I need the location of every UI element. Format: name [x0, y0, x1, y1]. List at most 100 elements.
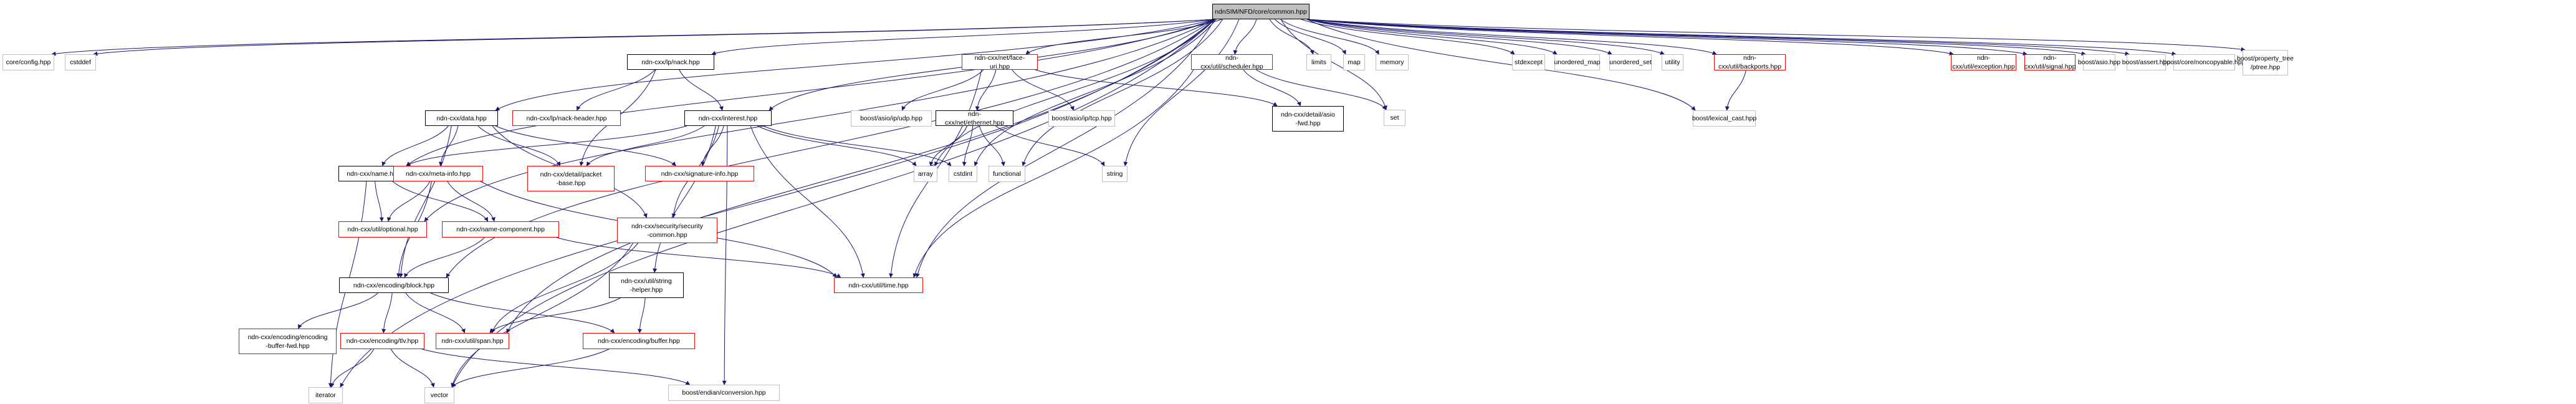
- graph-node-buffer[interactable]: ndn-cxx/encoding/buffer.hpp: [583, 333, 695, 349]
- graph-node-umap[interactable]: unordered_map: [1554, 54, 1601, 70]
- graph-node-interest[interactable]: ndn-cxx/interest.hpp: [684, 110, 772, 126]
- edge-nack-to-nackheader: [576, 69, 656, 111]
- edge-namecomp-to-time: [556, 237, 841, 278]
- graph-node-exception[interactable]: ndn-cxx/util/exception.hpp: [1951, 54, 2016, 70]
- edge-metainfo-to-namecomp: [447, 181, 496, 222]
- edge-stringhelper-to-span: [489, 297, 621, 334]
- edge-root-to-umap: [1306, 19, 1558, 55]
- edge-root-to-backports: [1306, 19, 1717, 55]
- graph-node-nack[interactable]: ndn-cxx/lp/nack.hpp: [627, 54, 714, 70]
- graph-node-packetbase[interactable]: ndn-cxx/detail/packet -base.hpp: [527, 166, 615, 191]
- graph-node-encbuffwd[interactable]: ndn-cxx/encoding/encoding -buffer-fwd.hp…: [239, 329, 337, 354]
- edge-faceuri-to-udp: [901, 69, 984, 111]
- graph-node-ptree[interactable]: boost/property_tree /ptree.hpp: [2237, 50, 2294, 75]
- graph-node-bassert[interactable]: boost/assert.hpp: [2122, 54, 2170, 70]
- edge-interest-to-packetbase: [586, 125, 705, 166]
- edge-scheduler-to-set: [1256, 69, 1387, 110]
- edge-ethernet-to-array: [929, 125, 968, 166]
- graph-node-vector[interactable]: vector: [424, 387, 454, 403]
- graph-node-time[interactable]: ndn-cxx/util/time.hpp: [834, 277, 923, 293]
- graph-node-map[interactable]: map: [1343, 54, 1365, 70]
- edge-root-to-data: [495, 19, 1215, 111]
- graph-node-utility[interactable]: utility: [1662, 54, 1683, 70]
- edge-scheduler-to-asiofwd: [1243, 69, 1301, 107]
- graph-node-seccommon[interactable]: ndn-cxx/security/security -common.hpp: [617, 218, 717, 243]
- edge-root-to-cstddef: [93, 19, 1215, 56]
- edge-scheduler-to-time: [912, 69, 1194, 278]
- edge-interest-to-stringhelper: [653, 125, 716, 273]
- graph-node-ethernet[interactable]: ndn-cxx/net/ethernet.hpp: [936, 110, 1013, 127]
- graph-node-noncopyable[interactable]: boost/core/noncopyable.hpp: [2163, 54, 2245, 70]
- graph-node-stdexcept[interactable]: stdexcept: [1512, 54, 1545, 70]
- edge-faceuri-to-ethernet: [975, 69, 997, 111]
- edge-seccommon-to-vector: [451, 243, 634, 388]
- edge-root-to-memory: [1280, 19, 1379, 55]
- graph-node-limits[interactable]: limits: [1306, 54, 1331, 70]
- graph-node-tcp[interactable]: boost/asio/ip/tcp.hpp: [1048, 110, 1115, 127]
- graph-node-memory[interactable]: memory: [1376, 54, 1409, 70]
- edge-block-to-tlv: [381, 292, 393, 334]
- edge-root-to-iterator: [340, 19, 1215, 388]
- edge-root-to-set: [1280, 19, 1387, 110]
- edge-interest-to-endian: [722, 125, 728, 385]
- edge-interest-to-cstdint: [763, 125, 952, 166]
- edge-backports-to-lexical: [1725, 70, 1746, 111]
- edge-data-to-name: [381, 125, 449, 166]
- edge-stringhelper-to-buffer: [637, 297, 646, 334]
- edge-ethernet-to-string: [995, 125, 1105, 166]
- graph-node-root[interactable]: ndnSIM/NFD/core/common.hpp: [1212, 4, 1310, 19]
- edge-tlv-to-endian: [421, 349, 691, 385]
- graph-node-siginfo[interactable]: ndn-cxx/signature-info.hpp: [645, 166, 754, 181]
- edge-root-to-array: [934, 19, 1215, 166]
- edge-root-to-nack: [711, 19, 1215, 55]
- graph-node-nackheader[interactable]: ndn-cxx/lp/nack-header.hpp: [512, 110, 621, 126]
- edge-root-to-name: [406, 19, 1215, 166]
- edge-interest-to-name: [406, 125, 687, 166]
- graph-node-faceuri[interactable]: ndn-cxx/net/face-uri.hpp: [962, 54, 1038, 70]
- graph-node-scheduler[interactable]: ndn-cxx/util/scheduler.hpp: [1191, 54, 1273, 70]
- edge-root-to-faceuri: [1025, 19, 1222, 55]
- edge-data-to-packetbase: [477, 125, 560, 166]
- graph-node-metainfo[interactable]: ndn-cxx/meta-info.hpp: [393, 166, 483, 181]
- edge-interest-to-time: [750, 125, 865, 278]
- edge-interest-to-array: [757, 125, 917, 166]
- graph-node-backports[interactable]: ndn-cxx/util/backports.hpp: [1714, 54, 1786, 70]
- graph-node-block[interactable]: ndn-cxx/encoding/block.hpp: [339, 277, 449, 293]
- graph-node-udp[interactable]: boost/asio/ip/udp.hpp: [851, 110, 932, 127]
- graph-node-tlv[interactable]: ndn-cxx/encoding/tlv.hpp: [340, 333, 424, 349]
- edge-root-to-uset: [1306, 19, 1612, 55]
- edge-root-to-signal: [1306, 19, 2028, 56]
- graph-node-config[interactable]: core/config.hpp: [2, 54, 54, 70]
- graph-node-basio[interactable]: boost/asio.hpp: [2078, 54, 2120, 70]
- graph-node-signal[interactable]: ndn-cxx/util/signal.hpp: [2024, 54, 2076, 70]
- edge-root-to-map: [1275, 19, 1346, 55]
- edge-root-to-cstdint: [974, 19, 1217, 166]
- graph-node-namecomp[interactable]: ndn-cxx/name-component.hpp: [442, 221, 559, 238]
- edge-ethernet-to-cstdint: [962, 125, 974, 166]
- edge-metainfo-to-optional: [386, 181, 431, 222]
- graph-node-cstddef[interactable]: cstddef: [65, 54, 96, 70]
- edge-data-to-metainfo: [438, 125, 459, 166]
- edge-block-to-encbuffwd: [298, 292, 378, 329]
- edge-root-to-optional: [424, 19, 1215, 222]
- graph-node-endian[interactable]: boost/endian/conversion.hpp: [668, 385, 780, 401]
- edge-name-to-namecomp: [392, 181, 489, 222]
- graph-node-string[interactable]: string: [1102, 166, 1128, 182]
- graph-node-asiofwd[interactable]: ndn-cxx/detail/asio -fwd.hpp: [1272, 106, 1344, 132]
- graph-node-functional[interactable]: functional: [989, 166, 1025, 182]
- edge-block-to-span: [405, 292, 466, 334]
- graph-node-iterator[interactable]: iterator: [309, 387, 343, 403]
- edge-name-to-optional: [375, 181, 384, 222]
- graph-node-uset[interactable]: unordered_set: [1609, 54, 1652, 70]
- graph-node-set[interactable]: set: [1384, 110, 1405, 126]
- edge-root-to-time: [916, 19, 1215, 278]
- graph-node-stringhelper[interactable]: ndn-cxx/util/string -helper.hpp: [609, 272, 684, 298]
- graph-node-array[interactable]: array: [914, 166, 937, 182]
- graph-node-optional[interactable]: ndn-cxx/util/optional.hpp: [338, 221, 427, 238]
- graph-node-span[interactable]: ndn-cxx/util/span.hpp: [436, 333, 509, 349]
- graph-node-cstdint[interactable]: cstdint: [949, 166, 977, 182]
- graph-node-lexical[interactable]: boost/lexical_cast.hpp: [1692, 110, 1756, 127]
- graph-node-data[interactable]: ndn-cxx/data.hpp: [425, 110, 498, 126]
